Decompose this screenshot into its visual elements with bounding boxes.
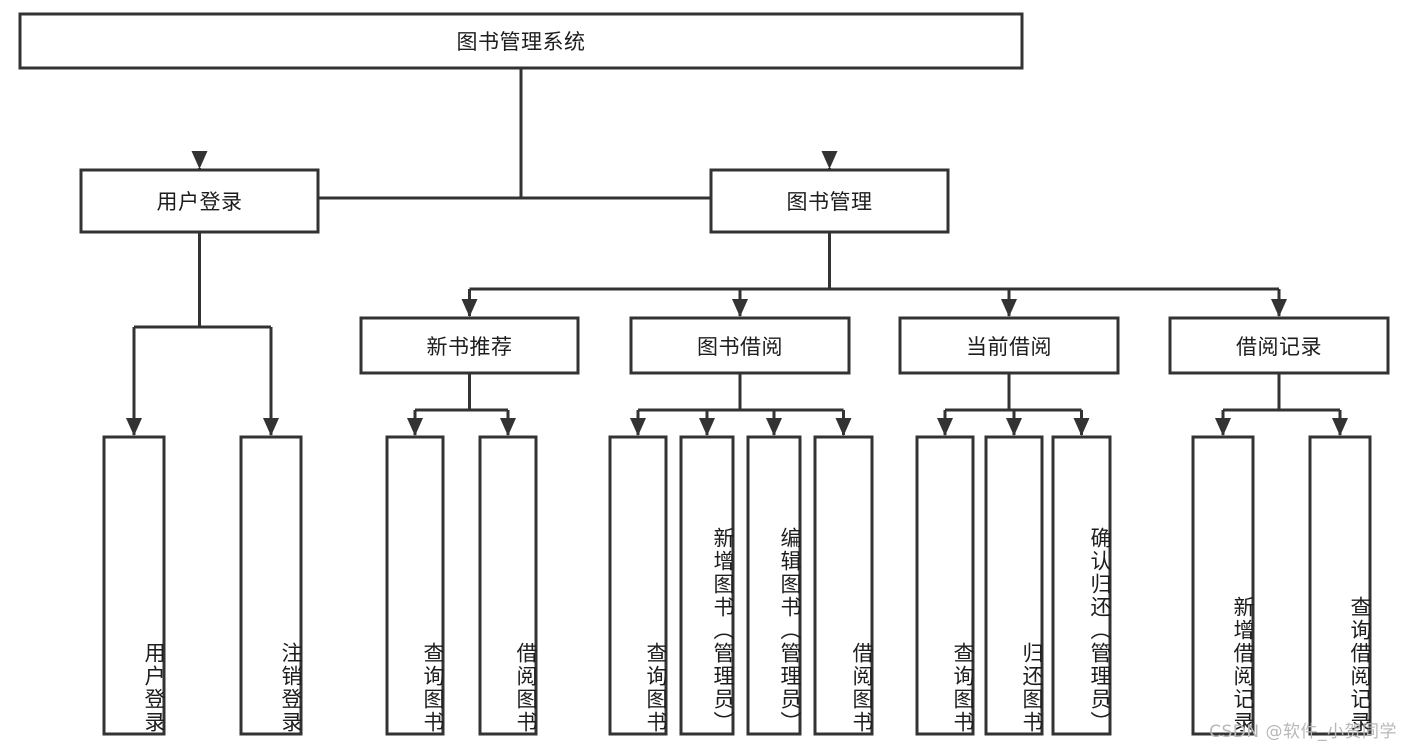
node-box-leaf-confirm-return[interactable] bbox=[1051, 435, 1112, 736]
node-box-borrow-record[interactable] bbox=[1168, 316, 1390, 375]
node-box-leaf-query-record[interactable] bbox=[1308, 435, 1372, 736]
node-box-leaf-query-book-3[interactable] bbox=[915, 435, 975, 736]
arrow-head-icon-leaf-user-logout bbox=[263, 418, 279, 436]
node-box-leaf-borrow-book-2[interactable] bbox=[813, 435, 874, 736]
arrow-head-icon-leaf-query-record bbox=[1332, 418, 1348, 436]
nodes-layer bbox=[18, 12, 1390, 736]
arrow-head-icon-leaf-edit-book bbox=[766, 418, 782, 436]
node-box-new-book-rec[interactable] bbox=[359, 316, 580, 375]
node-box-leaf-add-book[interactable] bbox=[679, 435, 735, 736]
arrow-head-icon-current-borrow bbox=[1001, 299, 1017, 317]
node-box-leaf-borrow-book-1[interactable] bbox=[478, 435, 538, 736]
node-box-leaf-user-login[interactable] bbox=[102, 435, 166, 736]
node-box-leaf-edit-book[interactable] bbox=[746, 435, 802, 736]
arrow-head-icon-leaf-query-book-2 bbox=[630, 418, 646, 436]
arrow-head-icon-leaf-user-login bbox=[126, 418, 142, 436]
node-box-root[interactable] bbox=[18, 12, 1024, 70]
arrow-head-icon-leaf-add-book bbox=[699, 418, 715, 436]
node-box-book-manage[interactable] bbox=[709, 168, 950, 234]
arrow-head-icon-new-book-rec bbox=[461, 299, 478, 317]
arrow-head-icon-leaf-query-book-1 bbox=[407, 418, 423, 436]
arrow-head-icon-book-borrow bbox=[732, 299, 748, 317]
arrow-head-icon-borrow-record bbox=[1271, 299, 1287, 317]
arrow-head-icon-leaf-borrow-book-1 bbox=[500, 418, 516, 436]
node-box-user-login[interactable] bbox=[79, 168, 320, 234]
arrow-head-icon-user-login bbox=[191, 151, 208, 169]
node-box-leaf-return-book[interactable] bbox=[984, 435, 1044, 736]
node-box-leaf-user-logout[interactable] bbox=[239, 435, 303, 736]
node-box-book-borrow[interactable] bbox=[629, 316, 851, 375]
arrow-head-icon-leaf-add-record bbox=[1215, 418, 1231, 436]
arrow-head-icon-leaf-confirm-return bbox=[1073, 418, 1090, 436]
edges-layer bbox=[126, 68, 1348, 436]
arrow-head-icon-book-manage bbox=[821, 151, 838, 169]
node-box-leaf-add-record[interactable] bbox=[1191, 435, 1255, 736]
arrow-head-icon-leaf-query-book-3 bbox=[937, 418, 953, 436]
node-box-leaf-query-book-1[interactable] bbox=[385, 435, 445, 736]
arrow-head-icon-leaf-borrow-book-2 bbox=[835, 418, 852, 436]
node-box-current-borrow[interactable] bbox=[898, 316, 1120, 375]
node-box-leaf-query-book-2[interactable] bbox=[608, 435, 668, 736]
arrow-head-icon-leaf-return-book bbox=[1006, 418, 1022, 436]
